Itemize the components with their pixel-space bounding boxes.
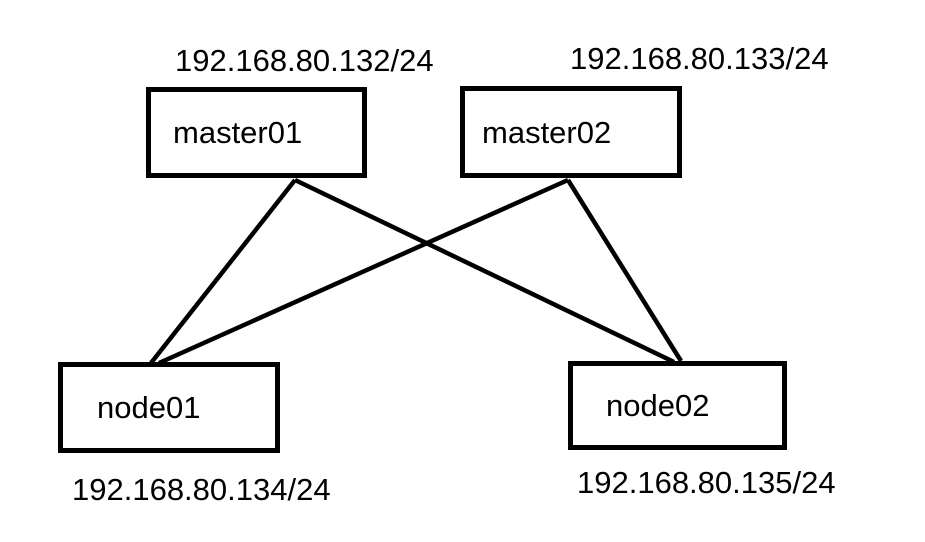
node02-node-label: node02 <box>606 388 710 423</box>
master02-ip-label: 192.168.80.133/24 <box>570 41 829 76</box>
master02-node-box: master02 <box>460 86 682 178</box>
master01-node-label: master01 <box>173 115 303 150</box>
node01-node-label: node01 <box>97 390 201 425</box>
connection-master01-node02-line <box>294 177 675 365</box>
connection-master02-node01-line <box>158 177 569 366</box>
node02-ip-label: 192.168.80.135/24 <box>577 465 836 500</box>
master02-node-label: master02 <box>482 114 612 150</box>
connection-master01-node01-line <box>149 178 297 365</box>
node01-node-box: node01 <box>58 362 280 453</box>
connection-master02-node02-line <box>566 178 683 363</box>
node01-ip-label: 192.168.80.134/24 <box>72 472 331 507</box>
master01-ip-label: 192.168.80.132/24 <box>175 43 434 78</box>
node02-node-box: node02 <box>568 361 787 450</box>
master01-node-box: master01 <box>146 87 367 178</box>
